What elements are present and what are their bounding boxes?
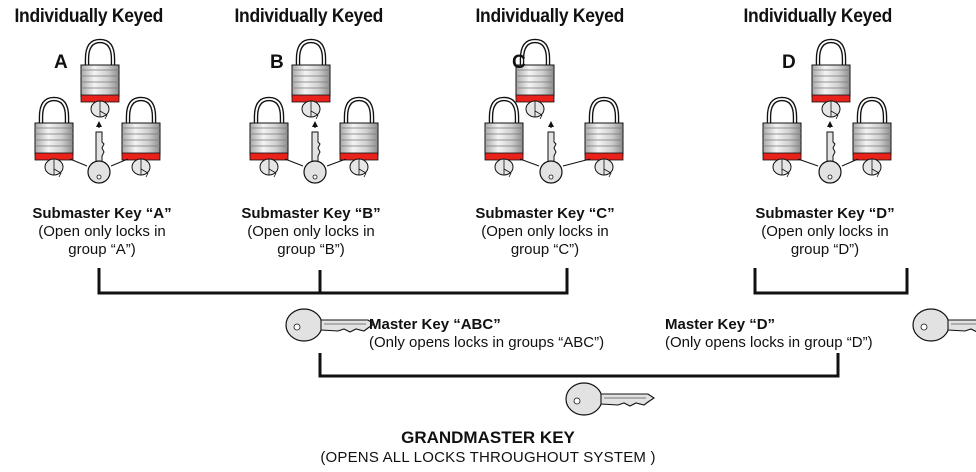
lock-group-c bbox=[485, 41, 623, 184]
submaster-a-desc-line2: group “A”) bbox=[68, 241, 136, 258]
submaster-b-desc-line1: (Open only locks in bbox=[247, 223, 375, 240]
lock-group-b bbox=[250, 41, 378, 184]
submaster-d-desc-line2: group “D”) bbox=[790, 241, 860, 258]
master-key-abc-icon bbox=[285, 308, 375, 342]
group-b-title: Individually Keyed bbox=[234, 6, 383, 27]
group-c-title: Individually Keyed bbox=[475, 6, 624, 27]
submaster-b-label: Submaster Key “B” bbox=[241, 205, 381, 222]
grandmaster-desc: (OPENS ALL LOCKS THROUGHOUT SYSTEM ) bbox=[320, 449, 656, 466]
lock-group-a bbox=[35, 41, 160, 184]
grandmaster-label: GRANDMASTER KEY bbox=[401, 428, 575, 447]
master-d-desc: (Only opens locks in group “D”) bbox=[665, 334, 873, 351]
group-d-letter: D bbox=[782, 52, 796, 73]
submaster-d-label: Submaster Key “D” bbox=[755, 205, 895, 222]
submaster-c-caption: Submaster Key “C” (Open only locks in gr… bbox=[475, 205, 614, 259]
master-d-caption: Master Key “D” (Only opens locks in grou… bbox=[665, 316, 873, 352]
bracket-grandmaster bbox=[318, 353, 840, 378]
group-a-title: Individually Keyed bbox=[14, 6, 163, 27]
submaster-b-caption: Submaster Key “B” (Open only locks in gr… bbox=[241, 205, 380, 259]
bracket-d bbox=[753, 268, 909, 295]
group-b-letter: B bbox=[270, 52, 284, 73]
bracket-abc bbox=[97, 268, 569, 295]
submaster-b-desc-line2: group “B”) bbox=[277, 241, 345, 258]
submaster-d-desc-line1: (Open only locks in bbox=[761, 223, 889, 240]
submaster-a-caption: Submaster Key “A” (Open only locks in gr… bbox=[32, 205, 171, 259]
submaster-d-caption: Submaster Key “D” (Open only locks in gr… bbox=[755, 205, 894, 259]
master-d-label: Master Key “D” bbox=[665, 316, 776, 333]
lock-group-d bbox=[763, 41, 891, 184]
master-abc-caption: Master Key “ABC” (Only opens locks in gr… bbox=[369, 316, 604, 352]
grandmaster-caption: GRANDMASTER KEY (OPENS ALL LOCKS THROUGH… bbox=[320, 428, 655, 468]
master-key-d-icon bbox=[912, 308, 976, 342]
group-a-letter: A bbox=[54, 52, 68, 73]
master-abc-desc: (Only opens locks in groups “ABC”) bbox=[369, 334, 605, 351]
master-abc-label: Master Key “ABC” bbox=[369, 316, 501, 333]
submaster-a-desc-line1: (Open only locks in bbox=[38, 223, 166, 240]
submaster-c-desc-line1: (Open only locks in bbox=[481, 223, 609, 240]
grandmaster-key-icon bbox=[565, 382, 655, 416]
submaster-a-label: Submaster Key “A” bbox=[32, 205, 172, 222]
group-d-title: Individually Keyed bbox=[743, 6, 892, 27]
group-c-letter: C bbox=[512, 52, 526, 73]
submaster-c-label: Submaster Key “C” bbox=[475, 205, 615, 222]
submaster-c-desc-line2: group “C”) bbox=[510, 241, 580, 258]
